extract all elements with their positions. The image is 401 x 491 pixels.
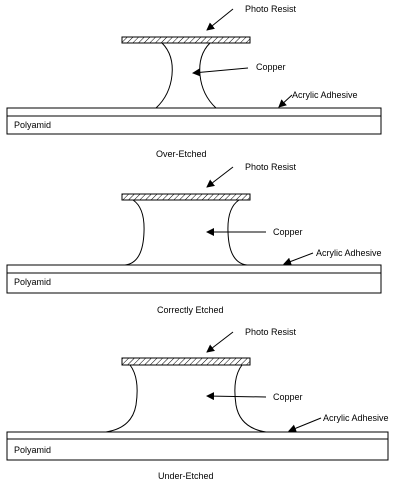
photo-resist-bar [121, 357, 251, 366]
adhesive-label: Acrylic Adhesive [316, 248, 382, 258]
adhesive-layer [6, 431, 389, 440]
panel-correctly-etched: Photo Resist Copper Acrylic Adhesive Pol… [6, 162, 382, 315]
adhesive-arrow [283, 252, 314, 266]
copper-right-profile [199, 42, 217, 109]
copper-label: Copper [256, 62, 286, 72]
substrate-label: Polyamid [14, 120, 51, 130]
substrate-layer [6, 272, 382, 294]
adhesive-layer [6, 264, 382, 274]
panel-over-etched: Photo Resist Copper Acrylic Adhesive Pol… [6, 4, 382, 159]
panel-caption: Over-Etched [156, 149, 207, 159]
copper-right-profile [234, 364, 267, 433]
photo-resist-label: Photo Resist [245, 162, 297, 172]
substrate-layer [6, 115, 382, 135]
panel-caption: Correctly Etched [157, 305, 224, 315]
panel-caption: Under-Etched [158, 471, 214, 481]
photo-resist-label: Photo Resist [245, 327, 297, 337]
photo-resist-bar [121, 193, 251, 201]
copper-left-profile [105, 364, 138, 433]
adhesive-layer [6, 107, 382, 117]
adhesive-arrow [278, 94, 293, 108]
photo-resist-arrow [206, 8, 234, 31]
substrate-layer [6, 438, 389, 461]
photo-resist-label: Photo Resist [245, 4, 297, 14]
adhesive-label: Acrylic Adhesive [292, 90, 358, 100]
photo-resist-bar [121, 36, 251, 44]
copper-left-profile [124, 199, 145, 266]
copper-arrow [206, 392, 267, 401]
substrate-label: Polyamid [14, 277, 51, 287]
photo-resist-arrow [206, 166, 234, 188]
copper-arrow [192, 67, 249, 77]
copper-label: Copper [273, 227, 303, 237]
panel-under-etched: Photo Resist Copper Acrylic Adhesive Pol… [6, 327, 389, 481]
adhesive-arrow [288, 417, 322, 433]
photo-resist-arrow [206, 331, 234, 353]
adhesive-label: Acrylic Adhesive [323, 413, 389, 423]
copper-label: Copper [273, 392, 303, 402]
substrate-label: Polyamid [14, 445, 51, 455]
copper-left-profile [155, 42, 173, 109]
